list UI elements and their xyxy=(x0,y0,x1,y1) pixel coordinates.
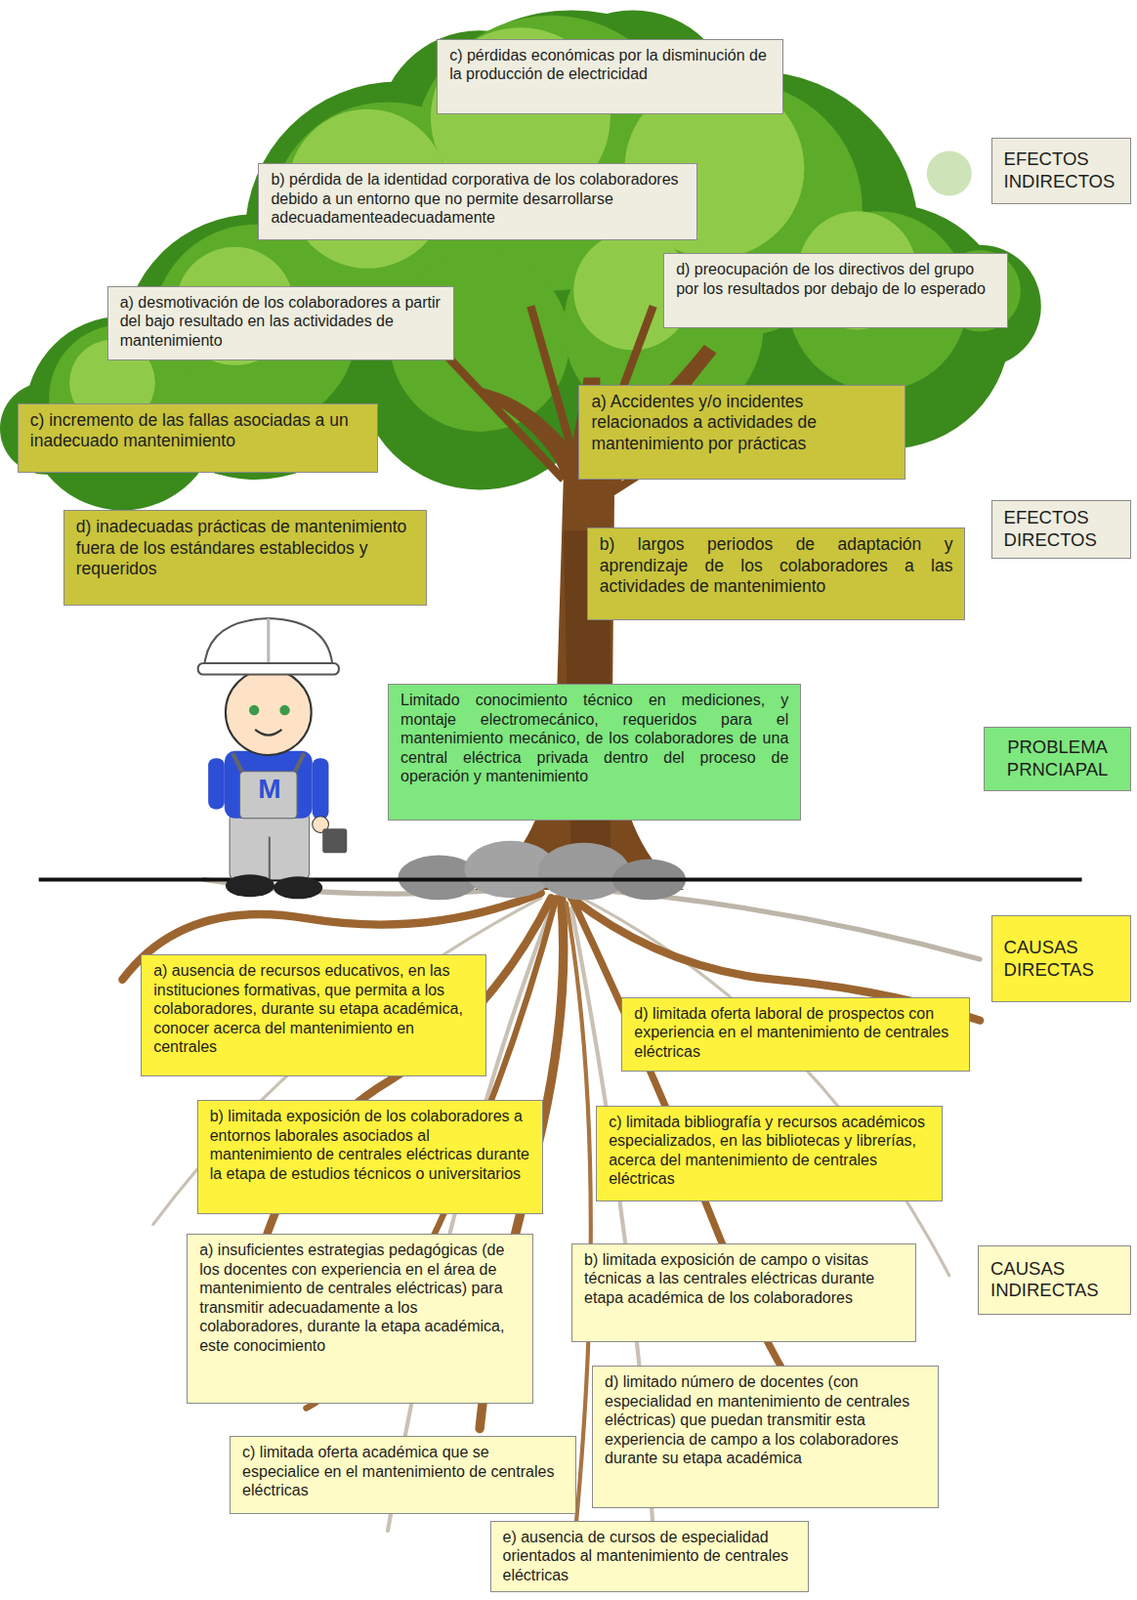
box-text: a) desmotivación de los colaboradores a … xyxy=(120,293,442,351)
direct-cause-box: d) limitada oferta laboral de prospectos… xyxy=(621,997,969,1072)
worker-shoe xyxy=(273,876,323,899)
rocks xyxy=(398,841,687,901)
worker-smile xyxy=(254,729,282,736)
worker-figure xyxy=(198,618,348,899)
section-label: CAUSAS INDIRECTAS xyxy=(977,1245,1132,1315)
box-text: PROBLEMA PRNCIAPAL xyxy=(996,736,1119,781)
box-text: CAUSAS INDIRECTAS xyxy=(990,1258,1119,1303)
indirect-effect-box: c) pérdidas económicas por la disminució… xyxy=(436,39,784,115)
canopy-leaf xyxy=(926,151,972,197)
worker-shoe xyxy=(225,874,275,897)
direct-effect-box: d) inadecuadas prácticas de mantenimient… xyxy=(63,509,427,605)
section-label: EFECTOS INDIRECTOS xyxy=(991,137,1132,205)
box-text: b) limitada exposición de campo o visita… xyxy=(584,1250,904,1308)
worker-shirt xyxy=(224,751,313,819)
box-text: a) Accidentes y/o incidentes relacionado… xyxy=(590,391,892,455)
worker-arm xyxy=(312,758,330,820)
direct-effect-box: c) incremento de las fallas asociadas a … xyxy=(17,403,379,473)
section-label: PROBLEMA PRNCIAPAL xyxy=(983,726,1132,792)
box-text: c) incremento de las fallas asociadas a … xyxy=(30,410,366,453)
indirect-cause-box: e) ausencia de cursos de especialidad or… xyxy=(490,1520,809,1593)
box-text: d) preocupación de los directivos del gr… xyxy=(675,259,996,298)
indirect-cause-box: c) limitada oferta académica que se espe… xyxy=(229,1435,577,1514)
root xyxy=(582,897,950,1276)
box-text: e) ausencia de cursos de especialidad or… xyxy=(503,1527,797,1586)
worker-leg-split xyxy=(268,837,271,881)
section-label: EFECTOS DIRECTOS xyxy=(991,500,1132,559)
box-text: b) pérdida de la identidad corporativa d… xyxy=(270,169,684,228)
indirect-effect-box: d) preocupación de los directivos del gr… xyxy=(663,252,1009,329)
box-text: d) inadecuadas prácticas de mantenimient… xyxy=(76,516,415,580)
worker-pants xyxy=(229,812,310,881)
worker-strap xyxy=(294,753,304,772)
direct-effect-box: a) Accidentes y/o incidentes relacionado… xyxy=(578,384,905,480)
box-text: c) limitada oferta académica que se espe… xyxy=(242,1442,564,1501)
tree-canopy xyxy=(0,9,1042,510)
indirect-cause-box: b) limitada exposición de campo o visita… xyxy=(571,1243,917,1343)
indirect-cause-box: a) insuficientes estrategias pedagógicas… xyxy=(186,1233,534,1404)
box-text: b) limitada exposición de los colaborado… xyxy=(210,1106,531,1183)
indirect-effect-box: a) desmotivación de los colaboradores a … xyxy=(107,286,455,361)
worker-helmet-brim xyxy=(198,663,339,674)
box-text: c) limitada bibliografía y recursos acad… xyxy=(608,1112,930,1189)
tree-roots xyxy=(122,879,980,1571)
worker-helmet xyxy=(204,618,334,670)
direct-cause-box: c) limitada bibliografía y recursos acad… xyxy=(595,1105,943,1202)
root xyxy=(571,887,980,960)
box-text: a) ausencia de recursos educativos, en l… xyxy=(153,961,474,1057)
indirect-cause-box: d) limitado número de docentes (con espe… xyxy=(591,1365,939,1509)
worker-strap xyxy=(232,753,242,772)
box-text: d) limitada oferta laboral de prospectos… xyxy=(633,1004,957,1062)
worker-tool xyxy=(322,828,347,853)
ground-line xyxy=(39,877,1083,882)
box-text: EFECTOS DIRECTOS xyxy=(1004,506,1119,551)
section-label: CAUSAS DIRECTAS xyxy=(991,915,1132,1003)
box-text: d) limitado número de docentes (con espe… xyxy=(604,1372,927,1469)
indirect-effect-box: b) pérdida de la identidad corporativa d… xyxy=(257,163,697,240)
direct-effect-box: b) largos periodos de adaptación y apren… xyxy=(587,527,967,621)
box-text: a) insuficientes estrategias pedagógicas… xyxy=(199,1240,521,1355)
worker-eye xyxy=(279,705,290,716)
worker-head xyxy=(225,669,312,756)
direct-cause-box: b) limitada exposición de los colaborado… xyxy=(197,1099,544,1215)
box-text: c) pérdidas económicas por la disminució… xyxy=(449,45,771,85)
direct-cause-box: a) ausencia de recursos educativos, en l… xyxy=(140,954,487,1077)
main-problem-box: Limitado conocimiento técnico en medicio… xyxy=(387,683,801,821)
worker-eye xyxy=(249,705,259,716)
box-text: CAUSAS DIRECTAS xyxy=(1004,936,1119,981)
shirt-letter: M xyxy=(248,768,292,810)
box-text: Limitado conocimiento técnico en medicio… xyxy=(400,690,789,787)
worker-arm xyxy=(208,758,225,809)
box-text: b) largos periodos de adaptación y apren… xyxy=(599,534,954,597)
box-text: EFECTOS INDIRECTOS xyxy=(1004,148,1119,193)
worker-helmet-ridge xyxy=(266,618,270,668)
